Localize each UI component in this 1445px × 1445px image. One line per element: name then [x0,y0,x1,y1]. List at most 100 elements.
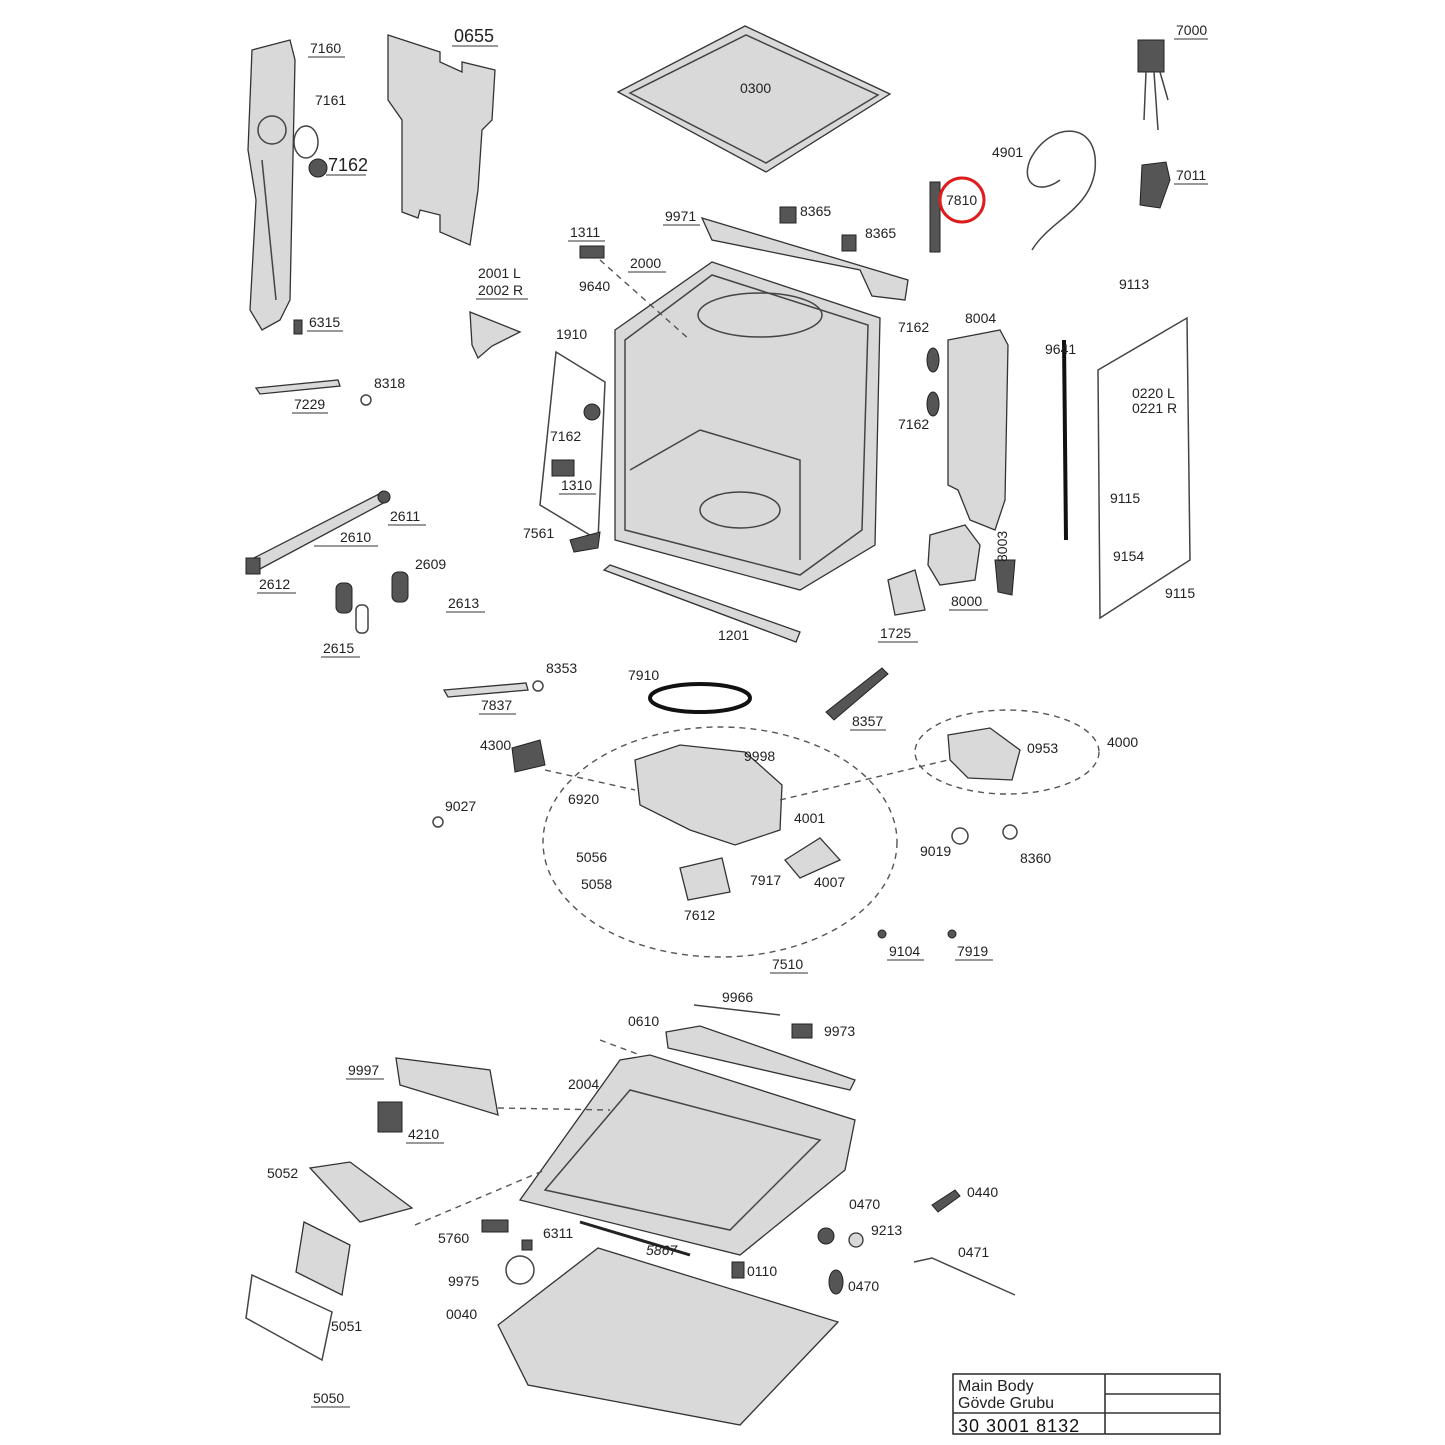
label-5052: 5052 [267,1165,298,1181]
label-0471: 0471 [958,1244,989,1260]
part-7837 [442,682,529,698]
rail-1201-part [602,564,801,643]
label-9019: 9019 [920,843,951,859]
label-1201: 1201 [718,627,749,643]
label-6315: 6315 [309,314,340,330]
insulation-part [387,34,496,246]
highlight-circle-7810 [938,176,986,224]
label-5051: 5051 [331,1318,362,1334]
label-9975: 9975 [448,1273,479,1289]
label-5056: 5056 [576,849,607,865]
label-0953: 0953 [1027,740,1058,756]
part-5051 [295,1221,351,1296]
pump-0953-part [947,727,1021,781]
label-7612: 7612 [684,907,715,923]
label-8365-b: 8365 [865,225,896,241]
part-4210 [377,1101,403,1133]
part-0470a [817,1227,835,1245]
title-block-title-tr: Gövde Grubu [958,1395,1054,1412]
label-1910: 1910 [556,326,587,342]
label-8000: 8000 [951,593,982,609]
label-0440: 0440 [967,1184,998,1200]
part-2615b [355,604,369,634]
label-4210: 4210 [408,1126,439,1142]
part-8357 [825,667,889,721]
part-0440 [931,1189,961,1213]
panel-8004-part [947,329,1009,531]
label-8003: 8003 [994,531,1010,562]
part-2609 [391,571,409,603]
label-7160: 7160 [310,40,341,56]
label-7919: 7919 [957,943,988,959]
pump-group-outline [914,709,1100,795]
label-4300: 4300 [480,737,511,753]
rod-7810-part [929,181,941,253]
part-9966 [693,1004,781,1016]
bracket-2001-part [469,311,522,360]
label-0221: 0221 R [1132,400,1177,416]
label-4000: 4000 [1107,734,1138,750]
label-9641: 9641 [1045,341,1076,357]
label-7229: 7229 [294,396,325,412]
label-9027: 9027 [445,798,476,814]
label-8357: 8357 [852,713,883,729]
label-underlines [257,38,1208,1408]
tub-part [614,261,881,591]
side-panel-0220-part [1062,316,1191,620]
label-5760: 5760 [438,1230,469,1246]
base-frame-inner [543,1089,822,1231]
sump-9998-part [634,744,783,846]
part-8360 [1002,824,1018,840]
clip-1311-part [579,245,605,259]
title-block: Main Body Gövde Grubu 30 3001 8132 [952,1373,1221,1436]
label-7162-top: 7162 [328,155,368,175]
label-1311: 1311 [570,224,600,240]
part-8003 [994,559,1016,596]
label-4007: 4007 [814,874,845,890]
label-0220: 0220 L [1132,385,1175,401]
clip-part [293,319,303,335]
label-2613: 2613 [448,595,479,611]
part-9213 [848,1232,864,1248]
label-2609: 2609 [415,556,446,572]
part-2612 [245,557,261,575]
label-9154: 9154 [1113,548,1144,564]
base-frame-2004-part [518,1054,856,1256]
label-9640: 9640 [579,278,610,294]
part-0610 [665,1025,856,1091]
label-9115-b: 9115 [1165,585,1195,601]
label-8353: 8353 [546,660,577,676]
side-duct-part [247,39,296,331]
label-0610: 0610 [628,1013,659,1029]
part-0110 [731,1261,745,1279]
label-8004: 8004 [965,310,996,326]
valve-bracket-part [1139,161,1171,209]
side-panel-1910-part [539,350,606,542]
label-7810: 7810 [946,192,977,208]
label-7162-b: 7162 [898,319,929,335]
seal-disc-part [308,158,328,178]
label-5058: 5058 [581,876,612,892]
part-7612 [679,857,731,901]
part-0470b [828,1269,844,1295]
label-9966: 9966 [722,989,753,1005]
label-0470-a: 0470 [849,1196,880,1212]
label-7510: 7510 [772,956,803,972]
gasket-ring-part [293,125,319,159]
part-9019 [951,827,969,845]
label-0655: 0655 [454,26,494,46]
part-5760 [481,1219,509,1233]
inlet-valve-part [1137,39,1169,131]
part-2611 [377,490,391,504]
gasket-7910-part [648,682,752,714]
label-2612: 2612 [259,576,290,592]
part-7229 [254,379,341,395]
base-0040-part [497,1247,840,1426]
label-7000: 7000 [1176,22,1207,38]
label-7837: 7837 [481,697,512,713]
label-8318: 8318 [374,375,405,391]
label-7011: 7011 [1176,167,1206,183]
label-7161: 7161 [315,92,346,108]
part-9975 [505,1255,535,1285]
